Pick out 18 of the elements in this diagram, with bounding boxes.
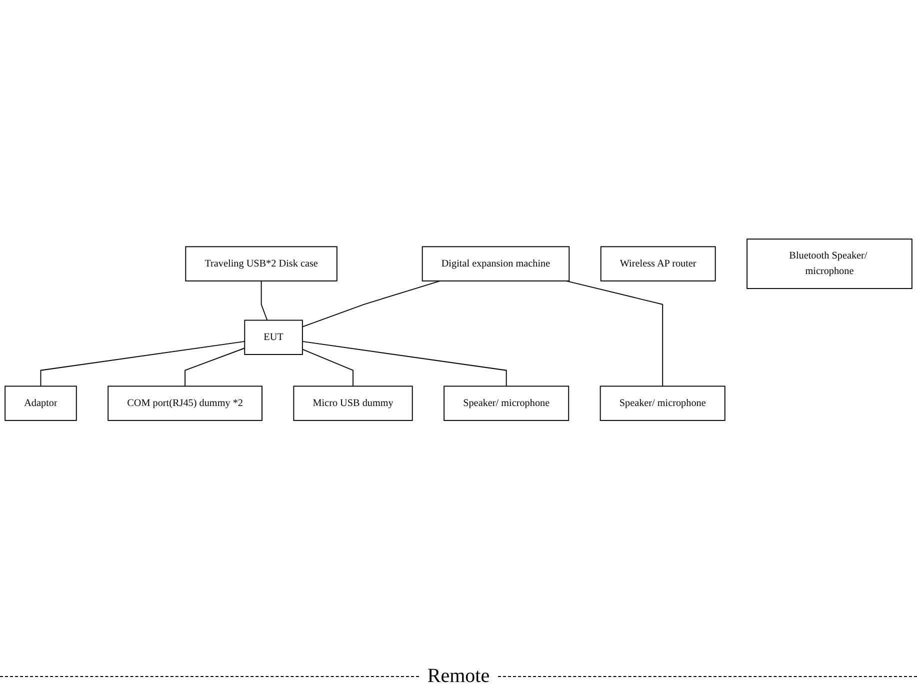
connector <box>566 280 664 386</box>
node-box: Adaptor <box>4 385 77 421</box>
node-box: Bluetooth Speaker/ microphone <box>746 238 912 289</box>
connector <box>40 340 246 386</box>
connector <box>302 340 507 386</box>
connector <box>260 280 268 320</box>
connector <box>302 280 441 328</box>
section-label: Remote <box>426 665 491 688</box>
node-box: EUT <box>244 320 303 355</box>
node-box: Speaker/ microphone <box>444 385 570 421</box>
node-box: Wireless AP router <box>600 246 716 282</box>
node-box: Speaker/ microphone <box>600 385 726 421</box>
connector <box>302 348 354 386</box>
node-box: Traveling USB*2 Disk case <box>185 246 338 282</box>
node-box: Digital expansion machine <box>422 246 570 282</box>
node-box: COM port(RJ45) dummy *2 <box>108 385 262 421</box>
node-box: Micro USB dummy <box>293 385 413 421</box>
connector <box>184 347 246 386</box>
